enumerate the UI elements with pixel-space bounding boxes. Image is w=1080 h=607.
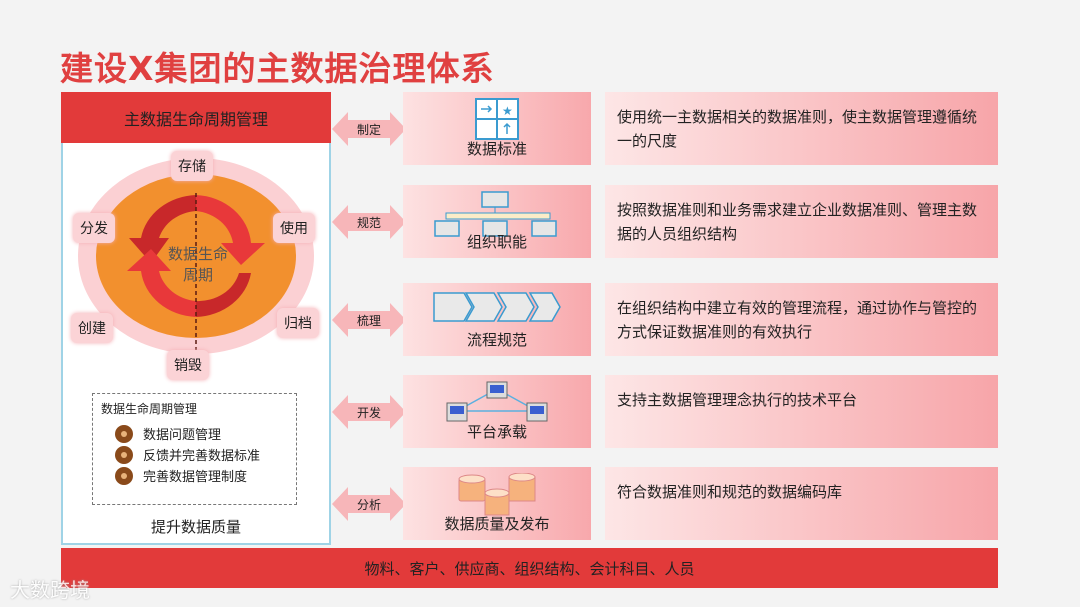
double-arrow-icon [332,303,406,337]
double-arrow-4: 分析 [332,487,406,521]
component-description: 按照数据准则和业务需求建立企业数据准则、管理主数据的人员组织结构 [605,185,998,258]
arrow-label: 制定 [356,123,381,137]
double-arrow-2: 梳理 [332,303,406,337]
box-item: 数据问题管理 [115,424,221,443]
lifecycle-footer: 提升数据质量 [150,518,241,536]
component-description: 支持主数据管理理念执行的技术平台 [605,375,998,448]
component-description: 使用统一主数据相关的数据准则，使主数据管理遵循统一的尺度 [605,92,998,165]
component-label: 数据质量及发布 [444,515,550,533]
component-box-1: 组织职能 [403,185,591,258]
stage-use: 使用 [273,213,315,243]
box-title: 数据生命周期管理 [101,402,198,416]
lifecycle-panel: 数据生命周期 存储 使用 归档 销毁 创建 分发 数据生命周期管理 数据问题管理… [61,143,331,545]
lifecycle-cycle-icon [78,158,314,354]
arrow-label: 分析 [356,498,381,512]
double-arrow-icon [332,395,406,429]
box-item: 反馈并完善数据标准 [115,445,260,464]
double-arrow-3: 开发 [332,395,406,429]
lifecycle-center-label: 数据生命周期 [167,245,228,284]
stage-archive: 归档 [277,308,319,338]
lifecycle-header: 主数据生命周期管理 [61,92,331,144]
gear-icon [115,445,133,464]
stage-create: 创建 [71,313,113,343]
component-box-3: 平台承载 [403,375,591,448]
double-arrow-1: 规范 [332,205,406,239]
component-label: 平台承载 [466,423,527,441]
svg-text:★: ★ [502,104,513,118]
component-box-4: 数据质量及发布 [403,467,591,540]
double-arrow-icon [332,205,406,239]
stage-distribute: 分发 [73,213,115,243]
component-label: 组织职能 [466,233,527,251]
arrow-label: 梳理 [356,314,381,328]
double-arrow-icon [332,112,406,146]
gear-icon [115,424,133,443]
gear-icon [115,466,133,485]
lifecycle-management-box: 数据生命周期管理 数据问题管理 反馈并完善数据标准 完善数据管理制度 [92,393,297,505]
arrow-label: 规范 [356,216,381,230]
arrow-label: 开发 [356,406,381,420]
stage-store: 存储 [171,151,213,181]
component-box-2: 流程规范 [403,283,591,356]
watermark-logo: 大数跨境 [10,578,90,602]
component-description: 符合数据准则和规范的数据编码库 [605,467,998,540]
component-description: 在组织结构中建立有效的管理流程，通过协作与管控的方式保证数据准则的有效执行 [605,283,998,356]
master-data-bar: 物料、客户、供应商、组织结构、会计科目、人员 [61,548,998,588]
component-box-0: ★ 数据标准 [403,92,591,165]
page-title: 建设X集团的主数据治理体系 [60,49,495,88]
double-arrow-0: 制定 [332,112,406,146]
stage-destroy: 销毁 [167,350,209,380]
box-item: 完善数据管理制度 [115,466,247,485]
double-arrow-icon [332,487,406,521]
component-label: 流程规范 [466,331,527,349]
component-label: 数据标准 [466,140,527,158]
